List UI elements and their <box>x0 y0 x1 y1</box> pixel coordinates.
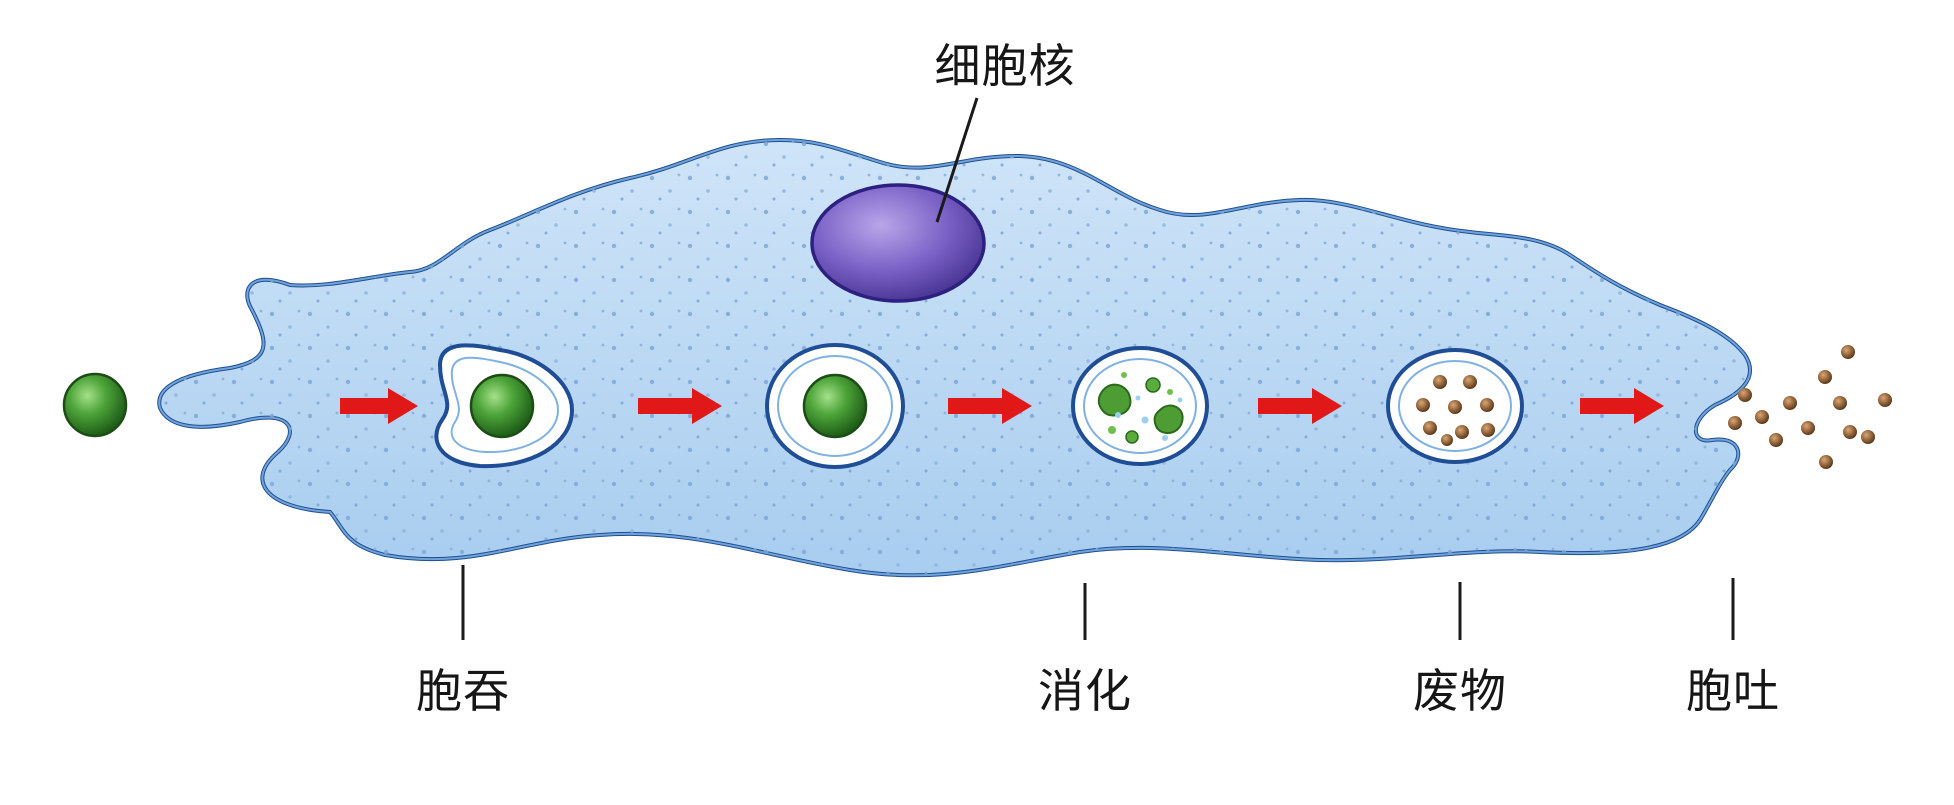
cytoplasm-granules <box>158 138 1751 577</box>
digestion-vesicle <box>1071 346 1209 466</box>
label-leader-lines <box>461 565 1735 640</box>
arrow-right-icon <box>1258 388 1342 424</box>
arrow-right-icon <box>948 388 1032 424</box>
digestion-label: 消化 <box>1038 664 1132 718</box>
food-particle <box>62 372 128 438</box>
waste-vesicle <box>1386 348 1524 464</box>
phagosome <box>765 343 905 469</box>
process-arrows <box>340 388 1664 424</box>
food-particle <box>802 373 868 439</box>
cell-body <box>157 137 1752 578</box>
arrow-right-icon <box>638 388 722 424</box>
phagocytosis-label: 胞吞 <box>416 664 510 718</box>
arrow-right-icon <box>340 388 418 424</box>
nucleus-pointer-line <box>935 97 979 223</box>
engulfing-vesicle <box>434 343 575 469</box>
nucleus <box>810 97 986 303</box>
nucleus-label: 细胞核 <box>934 39 1076 93</box>
exocytosis-label: 胞吐 <box>1686 664 1780 718</box>
waste-label: 废物 <box>1413 664 1507 718</box>
expelled-waste <box>1728 345 1892 469</box>
food-particle <box>469 373 535 439</box>
arrow-right-icon <box>1580 388 1664 424</box>
